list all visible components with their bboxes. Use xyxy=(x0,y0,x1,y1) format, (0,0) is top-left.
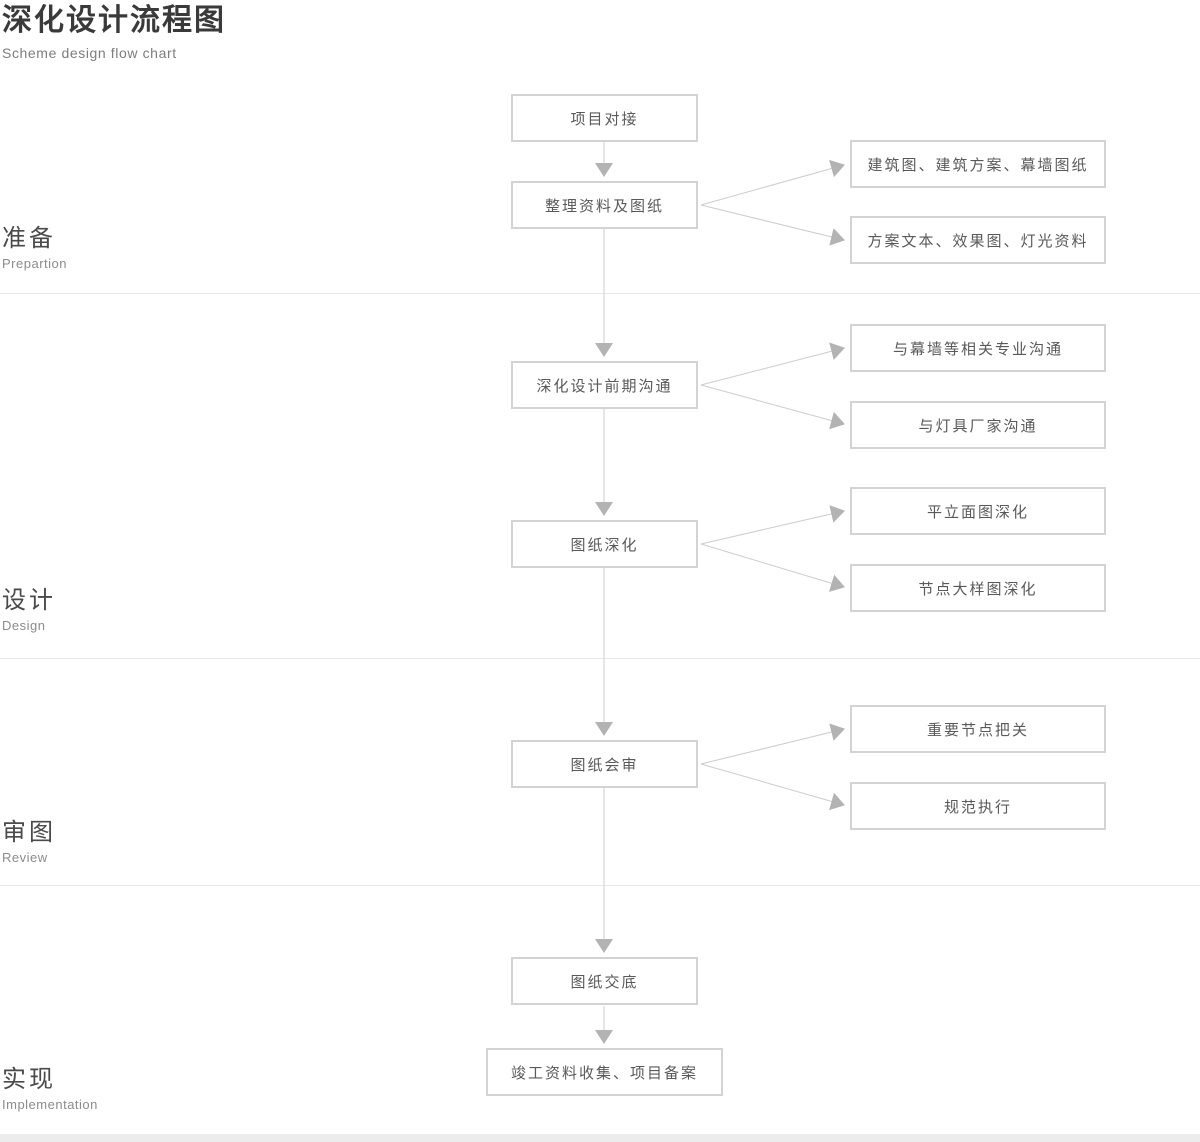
page-subtitle: Scheme design flow chart xyxy=(2,44,177,61)
section-title-en: Prepartion xyxy=(2,255,67,271)
divider-preparation xyxy=(0,293,1200,294)
section-title-zh: 设计 xyxy=(2,587,56,614)
flow-node-organize-materials: 整理资料及图纸 xyxy=(511,181,698,229)
flow-node-project-docking: 项目对接 xyxy=(511,94,698,142)
branch-node-scheme-documents: 方案文本、效果图、灯光资料 xyxy=(850,216,1106,264)
page-title: 深化设计流程图 xyxy=(2,4,226,37)
branch-node-node-detail: 节点大样图深化 xyxy=(850,564,1106,612)
section-label-design: 设计 Design xyxy=(2,587,56,633)
divider-design xyxy=(0,658,1200,659)
section-label-review: 审图 Review xyxy=(2,819,56,865)
section-title-en: Implementation xyxy=(2,1096,98,1112)
header: 深化设计流程图 Scheme design flow chart xyxy=(2,2,226,61)
section-title-en: Review xyxy=(2,849,48,865)
section-title-zh: 审图 xyxy=(2,819,56,846)
branch-node-plan-elevation: 平立面图深化 xyxy=(850,487,1106,535)
flow-node-completion-filing: 竣工资料收集、项目备案 xyxy=(486,1048,723,1096)
branch-node-standard-execution: 规范执行 xyxy=(850,782,1106,830)
flow-node-drawing-deepening: 图纸深化 xyxy=(511,520,698,568)
flow-node-early-communication: 深化设计前期沟通 xyxy=(511,361,698,409)
divider-review xyxy=(0,885,1200,886)
flow-node-drawing-disclosure: 图纸交底 xyxy=(511,957,698,1005)
section-label-implementation: 实现 Implementation xyxy=(2,1066,98,1112)
flow-node-drawing-review: 图纸会审 xyxy=(511,740,698,788)
section-title-zh: 准备 xyxy=(2,225,56,252)
branch-node-key-node-control: 重要节点把关 xyxy=(850,705,1106,753)
section-label-preparation: 准备 Prepartion xyxy=(2,225,67,271)
bottom-bar xyxy=(0,1134,1200,1142)
branch-node-lighting-vendor-comm: 与灯具厂家沟通 xyxy=(850,401,1106,449)
branch-node-curtain-wall-comm: 与幕墙等相关专业沟通 xyxy=(850,324,1106,372)
section-title-zh: 实现 xyxy=(2,1066,56,1093)
section-title-en: Design xyxy=(2,617,46,633)
branch-node-architectural-drawings: 建筑图、建筑方案、幕墙图纸 xyxy=(850,140,1106,188)
